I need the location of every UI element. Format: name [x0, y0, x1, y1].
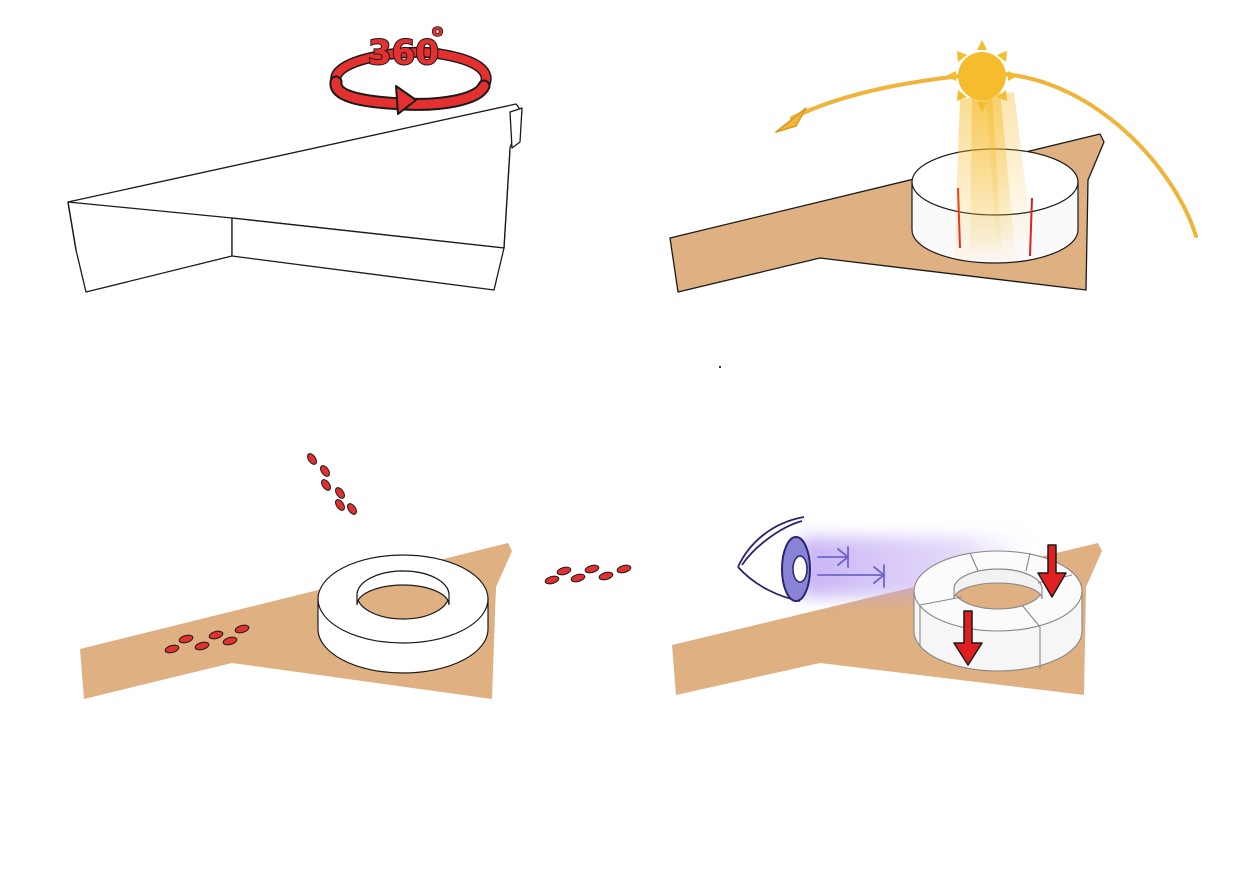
eye-icon — [738, 517, 810, 601]
panel-view-corridor — [620, 437, 1240, 874]
stray-dot — [719, 366, 721, 368]
rotation-degree-symbol: o — [432, 21, 443, 40]
site-block — [68, 104, 522, 292]
panel-site-massing: 360 o — [0, 0, 620, 437]
site-massing-drawing: 360 o — [0, 0, 620, 437]
panel-pedestrian-flow — [0, 437, 620, 874]
footprints-north — [306, 452, 359, 516]
segmented-ring-building — [914, 551, 1082, 671]
view-corridor-drawing — [620, 437, 1240, 874]
sunlight-beams — [954, 90, 1032, 260]
pedestrian-flow-drawing — [0, 437, 620, 874]
sun-path-arrowhead — [776, 108, 806, 132]
panel-sun-path — [620, 0, 1240, 437]
footprints-east — [544, 564, 631, 585]
ring-building — [318, 555, 488, 673]
rotation-360-label: 360 — [368, 33, 439, 73]
sun-path-drawing — [620, 0, 1240, 437]
